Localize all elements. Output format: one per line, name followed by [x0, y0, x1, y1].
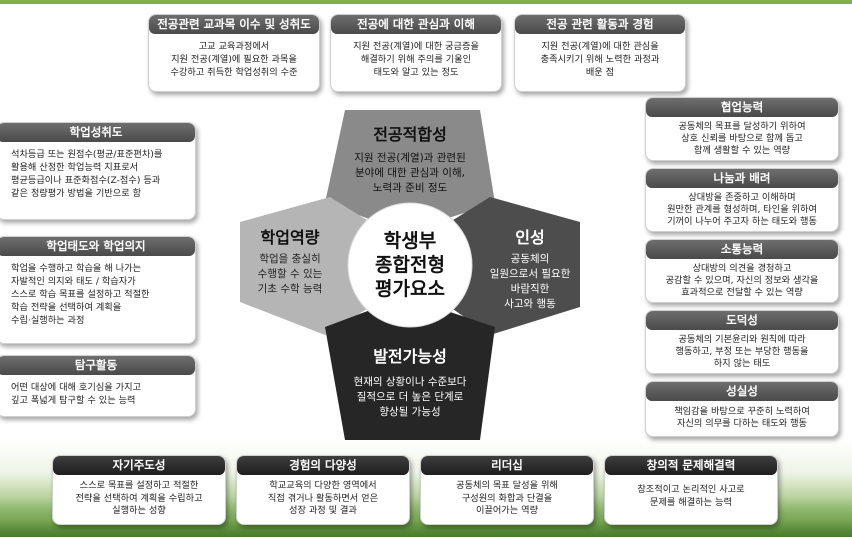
hexagon-right-title: 인성 [515, 228, 545, 247]
card-title: 학업태도와 학업의지 [0, 237, 195, 256]
card-body: 공동체의 기본윤리와 원칙에 따라 행동하고, 부정 또는 부당한 행동을 하지… [675, 334, 809, 369]
card-title: 협업능력 [646, 98, 838, 117]
card-title: 리더십 [421, 456, 593, 475]
card-major-activity: 전공 관련 활동과 경험 지원 전공(계열)에 대한 관심을 충족시키기 위해 … [514, 14, 686, 92]
hexagon-bottom [325, 297, 495, 440]
hexagon-top [325, 110, 495, 232]
card-body: 스스로 목표를 설정하고 적절한 전략을 선택하여 계획을 수립하고 실행하는 … [75, 480, 203, 516]
card-self-direction: 자기주도성 스스로 목표를 설정하고 적절한 전략을 선택하여 계획을 수립하고… [52, 455, 226, 525]
card-body: 공동체의 목표 달성을 위해 구성원의 화합과 단결을 이끌어가는 역량 [456, 480, 558, 516]
card-body: 학업을 수행하고 학습을 해 나가는 자발적인 의지와 태도 / 학습자가 스스… [11, 263, 150, 326]
card-title: 탐구활동 [0, 356, 195, 375]
card-inquiry-activity: 탐구활동 어떤 대상에 대해 호기심을 가지고 깊고 폭넓게 탐구할 수 있는 … [0, 355, 196, 417]
hexagon-right [450, 197, 580, 335]
card-title: 전공에 대한 관심과 이해 [331, 15, 501, 34]
hexagon-left-title: 학업역량 [260, 228, 320, 247]
card-body: 창조적이고 논리적인 사고로 문제를 해결하는 능력 [637, 484, 745, 508]
center-circle [347, 202, 473, 328]
card-academic-attitude: 학업태도와 학업의지 학업을 수행하고 학습을 해 나가는 자발적인 의지와 태… [0, 236, 196, 344]
card-sincerity: 성실성 책임감을 바탕으로 꾸준히 노력하여 자신의 의무를 다하는 태도와 행… [645, 381, 839, 437]
hexagon-bottom-title: 발전가능성 [373, 347, 447, 366]
center-title: 학생부 종합전형 평가요소 [375, 230, 445, 300]
card-experience-diversity: 경험의 다양성 학교교육의 다양한 영역에서 직접 겪거나 활동하면서 얻은 성… [236, 455, 410, 525]
card-body: 학교교육의 다양한 영역에서 직접 겪거나 활동하면서 얻은 성장 과정 및 결… [267, 480, 379, 516]
card-body: 지원 전공(계열)에 대한 관심을 충족시키기 위해 노력한 과정과 배운 점 [540, 41, 660, 78]
hexagon-left [240, 197, 370, 335]
card-leadership: 리더십 공동체의 목표 달성을 위해 구성원의 화합과 단결을 이끌어가는 역량 [420, 455, 594, 525]
card-major-interest: 전공에 대한 관심과 이해 지원 전공(계열)에 대한 궁금증을 해결하기 위해… [330, 14, 502, 92]
hexagon-left-body: 학업을 충실히 수행할 수 있는 기초 수학 능력 [257, 253, 323, 295]
card-title: 학업성취도 [0, 123, 195, 142]
card-body: 상대방을 존중하고 이해하며 원만한 관계를 형성하며, 타인을 위하여 기꺼이… [667, 192, 817, 227]
card-title: 도덕성 [646, 311, 838, 330]
card-title: 소통능력 [646, 240, 838, 259]
card-body: 석차등급 또는 원점수(평균/표준편차)를 활용해 산정한 학업능력 지표로서 … [11, 149, 163, 199]
card-morality: 도덕성 공동체의 기본윤리와 원칙에 따라 행동하고, 부정 또는 부당한 행동… [645, 310, 839, 374]
card-body: 고교 교육과정에서 지원 전공(계열)에 필요한 과목을 수강하고 취득한 학업… [170, 41, 298, 78]
card-title: 경험의 다양성 [237, 456, 409, 475]
card-title: 전공 관련 활동과 경험 [515, 15, 685, 34]
card-body: 어떤 대상에 대해 호기심을 가지고 깊고 폭넓게 탐구할 수 있는 능력 [11, 382, 142, 406]
card-body: 상대방의 의견을 경청하고 공감할 수 있으며, 자신의 정보와 생각을 효과적… [665, 263, 819, 298]
card-collaboration: 협업능력 공동체의 목표를 달성하기 위하여 상호 신뢰를 바탕으로 함께 돕고… [645, 97, 839, 161]
card-academic-achievement: 학업성취도 석차등급 또는 원점수(평균/표준편차)를 활용해 산정한 학업능력… [0, 122, 196, 220]
card-creative-problem-solving: 창의적 문제해결력 창조적이고 논리적인 사고로 문제를 해결하는 능력 [604, 455, 778, 525]
card-body: 지원 전공(계열)에 대한 궁금증을 해결하기 위해 주의를 기울인 태도와 알… [353, 41, 479, 78]
hexagon-bottom-body: 현재의 상황이나 수준보다 질적으로 더 높은 단계로 향상될 가능성 [353, 376, 467, 418]
card-sharing-caring: 나눔과 배려 상대방을 존중하고 이해하며 원만한 관계를 형성하며, 타인을 … [645, 168, 839, 232]
card-title: 성실성 [646, 382, 838, 401]
hexagon-right-body: 공동체의 일원으로서 필요한 바람직한 사고와 행동 [489, 253, 571, 310]
hexagon-top-body: 지원 전공(계열)과 관련된 분야에 대한 관심과 이해, 노력과 준비 정도 [354, 152, 466, 194]
card-title: 나눔과 배려 [646, 169, 838, 188]
hexagon-top-title: 전공적합성 [373, 125, 447, 144]
card-body: 공동체의 목표를 달성하기 위하여 상호 신뢰를 바탕으로 함께 돕고 함께 생… [678, 121, 806, 156]
card-communication: 소통능력 상대방의 의견을 경청하고 공감할 수 있으며, 자신의 정보와 생각… [645, 239, 839, 303]
card-body: 책임감을 바탕으로 꾸준히 노력하여 자신의 의무를 다하는 태도와 행동 [674, 406, 810, 429]
card-major-coursework: 전공관련 교과목 이수 및 성취도 고교 교육과정에서 지원 전공(계열)에 필… [148, 14, 320, 92]
card-title: 창의적 문제해결력 [605, 456, 777, 475]
card-title: 자기주도성 [53, 456, 225, 475]
card-title: 전공관련 교과목 이수 및 성취도 [149, 15, 319, 34]
top-accent-line [0, 0, 852, 4]
